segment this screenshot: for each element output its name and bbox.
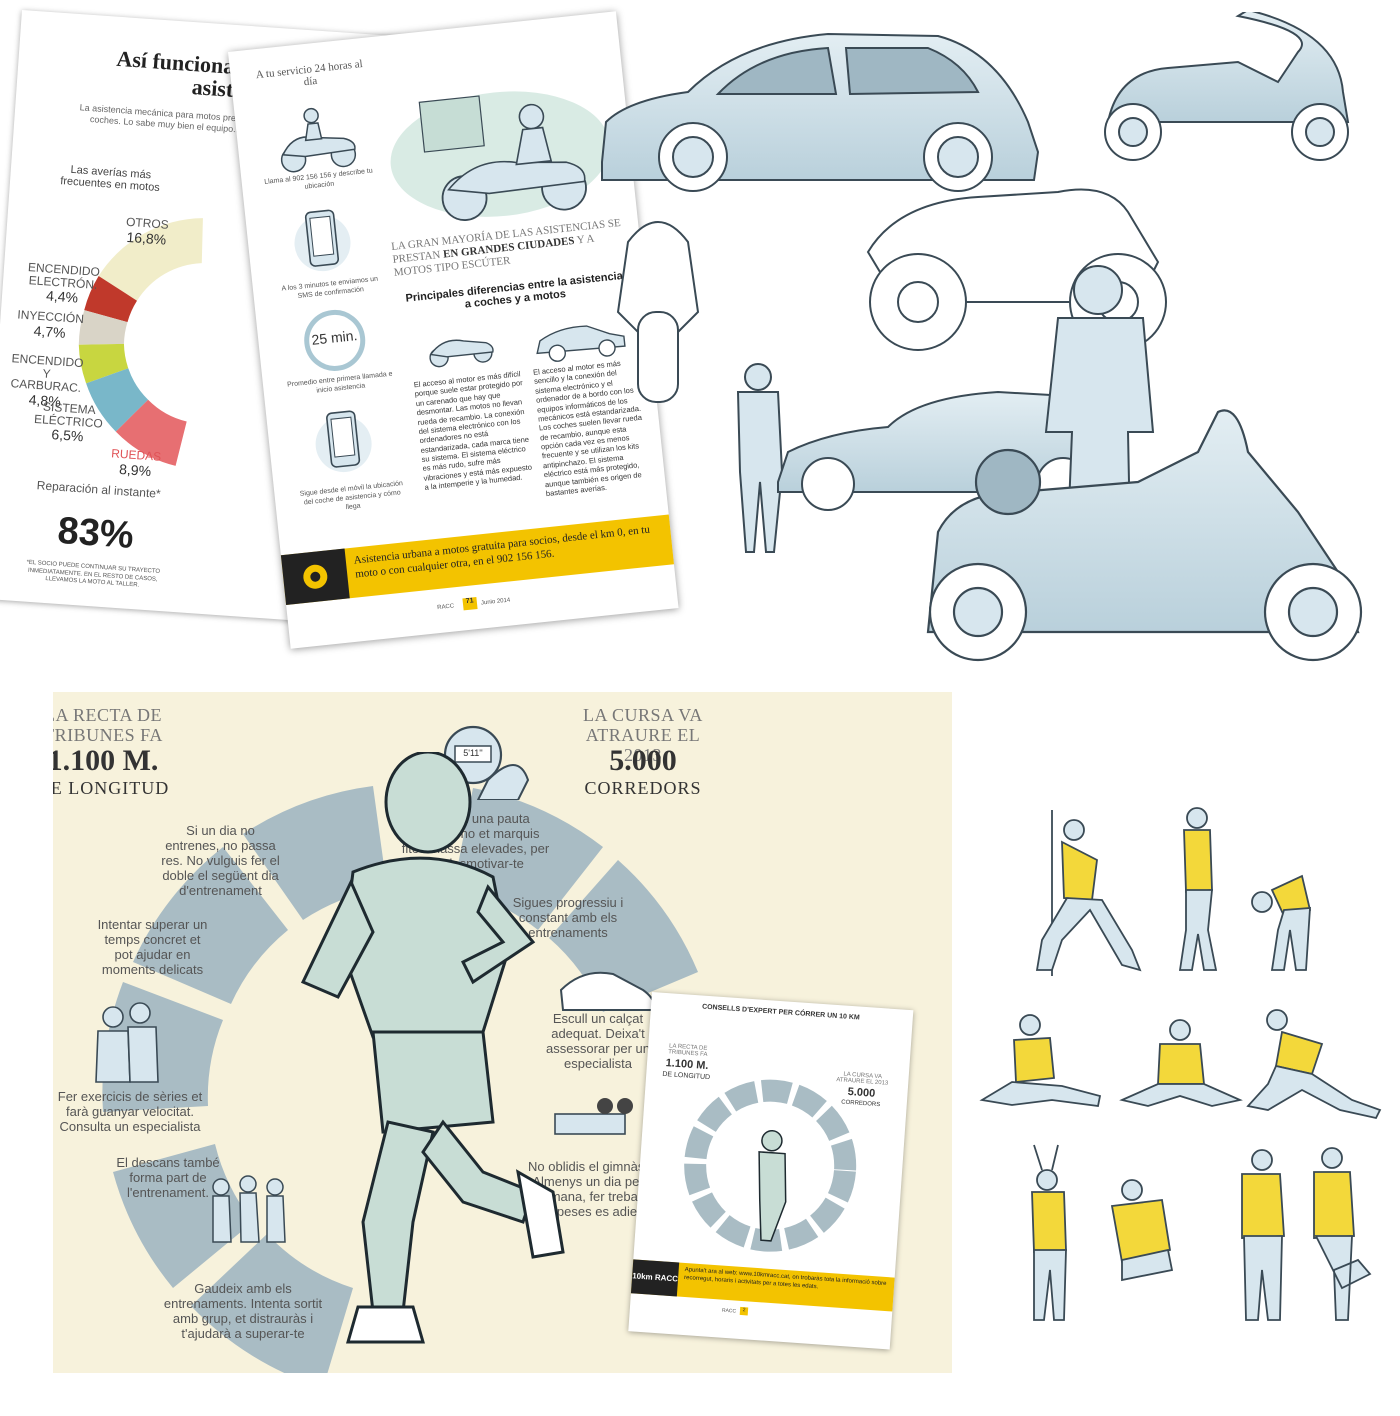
moto-badge-icon: [303, 564, 328, 589]
standing-quad-stretch-figure: [1178, 807, 1218, 971]
runner-illustration: [300, 752, 565, 1344]
step-track: Sigue desde el móvil la ubicación del co…: [299, 480, 404, 511]
butterfly-stretch-figure: [1119, 1019, 1243, 1107]
timer-icon: [304, 309, 366, 371]
mini-footer: RACC: [721, 1307, 737, 1315]
stopwatch-display: 5'11'': [463, 748, 483, 758]
mini-ring: [684, 1079, 857, 1252]
tip-6: Fer exercicis de sèries et farà guanyar …: [57, 1089, 203, 1134]
diff-title: Principales diferencias entre la asisten…: [405, 270, 624, 311]
segment-sistema-electrico: [86, 368, 149, 432]
moto-differences: El acceso al motor es más difícil porque…: [413, 369, 533, 492]
stretching-figures: [979, 807, 1382, 1321]
footer-brand: RACC: [436, 603, 455, 612]
assistance-van-scooter-illustration: [390, 91, 610, 221]
footer-page: 71: [462, 597, 478, 611]
mini-banner: 10km RACC Apunta't ara al web: www.10kmr…: [630, 1259, 895, 1312]
forward-bend-figure: [1251, 874, 1312, 971]
seg-inyeccion: INYECCIÓN 4,7%: [16, 307, 85, 341]
seg-encendido-electronico: ENCENDIDO ELECTRÓN. 4,4%: [27, 260, 101, 306]
quad-stretch-standing-figure: [1313, 1147, 1372, 1321]
segment-inyeccion: [78, 310, 128, 345]
segment-otros: [98, 218, 203, 301]
coach-couple-icon: [95, 1002, 159, 1083]
tip-8: El descans també forma part de l'entrena…: [116, 1155, 220, 1200]
mini-badge: 10km RACC: [630, 1259, 680, 1297]
assistance-banner: Asistencia urbana a motos gratuita para …: [280, 514, 674, 605]
triceps-stretch-figure: [1110, 1179, 1174, 1282]
tip-9: Gaudeix amb els entrenaments. Intenta so…: [163, 1281, 323, 1341]
tip-4: Sigues progressiu i constant amb els ent…: [512, 895, 624, 940]
banner-badge: [280, 548, 350, 605]
car-hatchback-illustration: [601, 32, 1040, 192]
right-big: 5.000: [609, 744, 677, 777]
car-small-icon: [536, 325, 626, 362]
left-big: 1.100 M.: [53, 744, 159, 777]
mini-running-page: CONSELLS D'EXPERT PER CÓRRER UN 10 KM LA…: [628, 992, 914, 1350]
step-average: Promedio entre primera llamada e inicio …: [286, 370, 393, 395]
scooter-rider-phone-icon: [280, 107, 357, 173]
footer-date: Junio 2014: [480, 597, 511, 607]
seg-otros: OTROS 16,8%: [125, 214, 170, 248]
faults-donut-chart: [78, 218, 203, 466]
phone-sms-icon: [294, 209, 351, 272]
segment-encendido-electronico: [84, 275, 137, 323]
segment-encendido-carburacion: [78, 343, 129, 384]
left-sub: DE LONGITUD: [53, 778, 170, 798]
repair-value: 83%: [56, 509, 136, 558]
scooter-front-view-illustration: [616, 221, 700, 403]
tip-1: Si un dia no entrenes, no passa res. No …: [161, 823, 280, 898]
side-title: A tu servicio 24 horas al día: [255, 58, 364, 89]
maxi-scooter-illustration: [1104, 12, 1350, 161]
group-runners-icon: [212, 1175, 286, 1243]
phone-tracking-icon: [315, 410, 372, 473]
tip-5: Escull un calçat adequat. Deixa't assess…: [545, 1011, 651, 1071]
seg-sistema-electrico: SISTEMA ELÉCTRICO 6,5%: [33, 399, 104, 445]
segment-ruedas: [115, 399, 187, 466]
mini-banner-text: Apunta't ara al web: www.10kmracc.cat, o…: [683, 1266, 887, 1290]
man-on-phone-small-illustration: [736, 363, 784, 553]
scooter-small-icon: [429, 339, 494, 368]
seg-ruedas: RUEDAS 8,9%: [110, 446, 162, 479]
scooter-with-helmet-illustration: [926, 409, 1363, 662]
back-infographic-page: Así funciona el servicio de asistencia L…: [0, 10, 449, 629]
shoulder-stretch-figure: [1241, 1149, 1285, 1321]
tip-3: Intentar superar un temps concret et pot…: [97, 917, 208, 977]
left-head: LA RECTA DE TRIBUNES FA: [53, 705, 163, 745]
footnote: *EL SOCIO PUEDE CONTINUAR SU TRAYECTO IN…: [26, 559, 161, 589]
right-head: LA CURSA VA ATRAURE EL 2013: [583, 705, 703, 765]
wall-calf-stretch-figure: [1035, 810, 1142, 976]
gym-weights-icon: [554, 1098, 633, 1135]
mini-title: CONSELLS D'EXPERT PER CÓRRER UN 10 KM: [701, 1003, 860, 1022]
overhead-side-stretch-figure: [1031, 1144, 1067, 1321]
man-on-phone-large-illustration: [1044, 265, 1155, 533]
running-shoe-icon: [559, 971, 655, 1011]
seated-hamstring-stretch-figure: [979, 1014, 1102, 1108]
mini-footer-page: 2: [739, 1306, 749, 1316]
lunge-stretch-figure: [1246, 1009, 1382, 1120]
right-sub: CORREDORS: [584, 778, 702, 798]
front-infographic-page: A tu servicio 24 horas al día Llama al 9…: [228, 11, 679, 649]
vehicles-illustrations: [601, 12, 1363, 662]
